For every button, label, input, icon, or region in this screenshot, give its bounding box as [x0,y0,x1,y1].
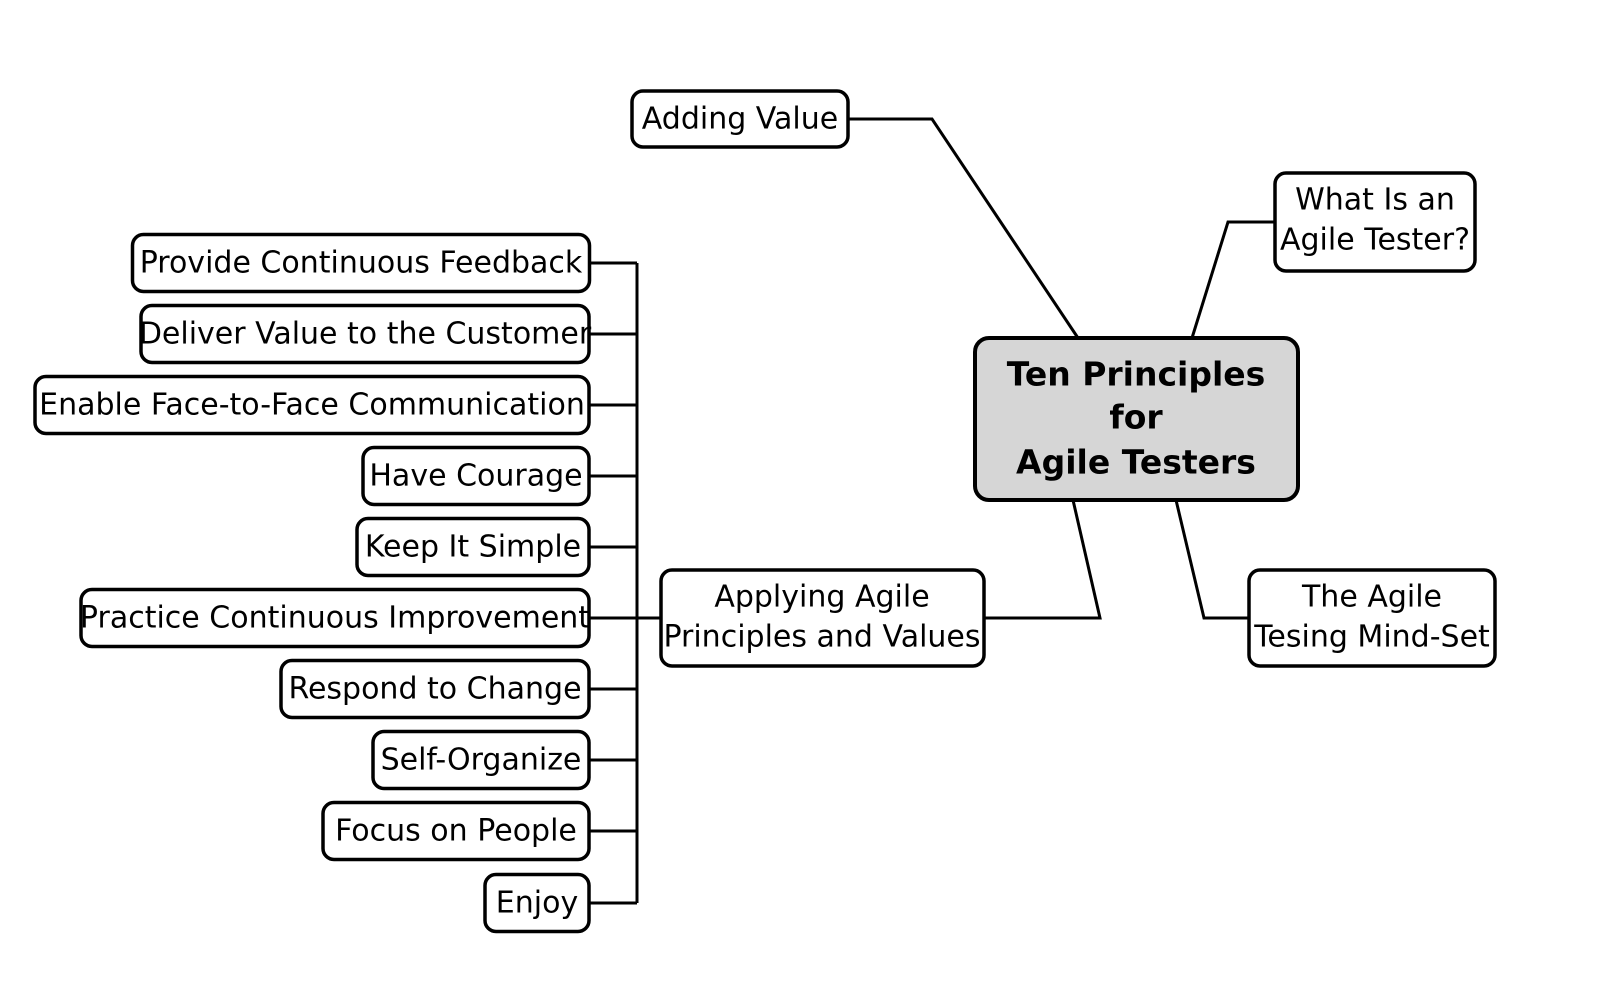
the-agile-tesing-mind-set-line-2: Tesing Mind-Set [1253,620,1490,655]
node-what-is-an-agile-tester[interactable]: What Is an Agile Tester? [1273,171,1477,273]
keep-it-simple-box[interactable] [355,516,591,578]
practice-continuous-improvement-label: Practice Continuous Improvement [80,601,590,636]
what-is-an-agile-tester-line-1: What Is an [1295,183,1455,218]
node-keep-it-simple[interactable]: Keep It Simple [355,516,591,578]
node-focus-on-people[interactable]: Focus on People [321,800,591,862]
enable-face-to-face-communication-box[interactable] [33,374,591,436]
focus-on-people-label: Focus on People [335,814,577,849]
respond-to-change-label: Respond to Change [288,672,581,707]
applying-agile-box[interactable] [659,568,986,668]
the-agile-tesing-mind-set-box[interactable] [1247,568,1497,668]
respond-to-change-box[interactable] [279,658,591,720]
node-enable-face-to-face-communication[interactable]: Enable Face-to-Face Communication [33,374,591,436]
enable-face-to-face-communication-label: Enable Face-to-Face Communication [39,388,585,423]
node-deliver-value-to-the-customer[interactable]: Deliver Value to the Customer [139,303,592,365]
enjoy-label: Enjoy [496,886,578,921]
provide-continuous-feedback-label: Provide Continuous Feedback [140,246,583,281]
connector-principle-stubs [590,261,637,905]
node-adding-value[interactable]: Adding Value [630,89,850,149]
self-organize-label: Self-Organize [381,743,582,778]
central-node-line-2: for [1109,398,1163,437]
connector-adding-value [848,117,1080,339]
adding-value-label: Adding Value [642,102,838,137]
connector-agile-tesing-mind-set [1174,499,1249,620]
applying-agile-line-2: Principles and Values [663,620,980,655]
node-practice-continuous-improvement[interactable]: Practice Continuous Improvement [79,587,591,649]
deliver-value-to-the-customer-box[interactable] [139,303,591,365]
node-self-organize[interactable]: Self-Organize [371,729,591,791]
central-node-line-3: Agile Testers [1016,443,1256,482]
the-agile-tesing-mind-set-line-1: The Agile [1301,580,1442,615]
node-enjoy[interactable]: Enjoy [483,872,591,934]
what-is-an-agile-tester-box[interactable] [1273,171,1477,273]
connector-applying-agile [984,499,1102,620]
central-node-box[interactable] [973,336,1300,502]
node-the-agile-tesing-mind-set[interactable]: The Agile Tesing Mind-Set [1247,568,1497,668]
node-respond-to-change[interactable]: Respond to Change [279,658,591,720]
what-is-an-agile-tester-line-2: Agile Tester? [1280,223,1470,258]
central-node[interactable]: Ten Principles for Agile Testers [973,336,1300,502]
enjoy-box[interactable] [483,872,591,934]
connector-what-is-an-agile-tester [1190,220,1275,339]
central-node-line-1: Ten Principles [1007,355,1266,394]
node-have-courage[interactable]: Have Courage [361,445,591,507]
node-applying-agile-principles-and-values[interactable]: Applying Agile Principles and Values [659,568,986,668]
applying-agile-line-1: Applying Agile [714,580,929,615]
connector-layer [590,117,1275,905]
focus-on-people-box[interactable] [321,800,591,862]
have-courage-label: Have Courage [369,459,582,494]
have-courage-box[interactable] [361,445,591,507]
provide-continuous-feedback-box[interactable] [130,232,592,294]
keep-it-simple-label: Keep It Simple [365,530,581,565]
practice-continuous-improvement-box[interactable] [79,587,591,649]
self-organize-box[interactable] [371,729,591,791]
node-provide-continuous-feedback[interactable]: Provide Continuous Feedback [130,232,592,294]
adding-value-box[interactable] [630,89,850,149]
deliver-value-to-the-customer-label: Deliver Value to the Customer [139,317,592,352]
